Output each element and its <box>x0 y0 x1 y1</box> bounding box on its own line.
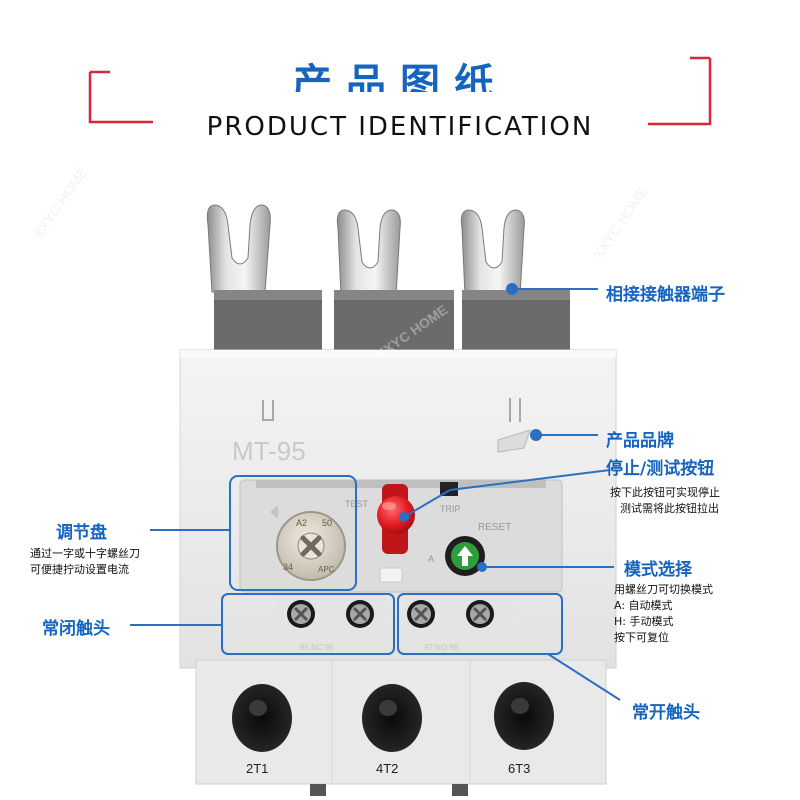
callout-mode-desc-3: H: 手动模式 <box>614 615 674 628</box>
fork-terminal-3 <box>460 209 525 297</box>
callout-mode-desc-2: A: 自动模式 <box>614 599 673 612</box>
callout-dial-desc-2: 可便捷拧动设置电流 <box>30 563 129 576</box>
callout-dial-title: 调节盘 <box>56 523 107 543</box>
no-contact-label: 97 NO 98 <box>424 643 459 652</box>
callout-stop-test-desc-2: 测试需将此按钮拉出 <box>620 502 719 515</box>
terminal-label-4t2: 4T2 <box>376 761 398 776</box>
callout-mode-title: 模式选择 <box>624 560 692 580</box>
reset-mode-button[interactable] <box>445 536 485 576</box>
callout-nc-title: 常闭触头 <box>42 619 110 639</box>
terminal-label-2t1: 2T1 <box>246 761 268 776</box>
callout-no-title: 常开触头 <box>632 703 700 723</box>
header-title-cn: 产品图纸 <box>292 61 508 92</box>
callout-mode-desc-4: 按下可复位 <box>614 631 669 644</box>
fork-terminal-1 <box>206 204 271 293</box>
nc-contact-screws <box>276 596 386 636</box>
callout-dial-desc-1: 通过一字或十字螺丝刀 <box>30 547 140 560</box>
mode-a-label: A <box>428 554 434 564</box>
model-text: MT-95 <box>232 436 306 466</box>
no-contact-screws <box>404 596 514 636</box>
terminal-label-6t3: 6T3 <box>508 761 530 776</box>
nc-contact-label: 95 NC 96 <box>300 643 334 652</box>
callout-stop-test-title: 停止/测试按钮 <box>606 459 715 479</box>
callout-brand-title: 产品品牌 <box>606 431 674 451</box>
dial-value-apc: APC <box>318 565 335 574</box>
terminal-hole-3 <box>494 682 554 750</box>
callout-stop-test-desc-1: 按下此按钮可实现停止 <box>610 486 720 499</box>
svg-text:XXYC HOME: XXYC HOME <box>589 184 650 262</box>
dial-value-a2: A2 <box>296 518 307 528</box>
header-bracket <box>88 56 712 126</box>
test-button[interactable] <box>377 484 415 554</box>
callout-terminals-title: 相接接触器端子 <box>606 285 725 305</box>
dial-callout-box <box>229 475 357 591</box>
callout-mode-desc-1: 用螺丝刀可切换模式 <box>614 583 713 596</box>
svg-text:XXYC HOME: XXYC HOME <box>29 164 90 242</box>
adjustment-dial[interactable]: A2 50 34 APC <box>276 511 346 581</box>
reset-label: RESET <box>478 522 511 533</box>
trip-label: TRIP <box>440 504 461 514</box>
terminal-hole-1 <box>232 684 292 752</box>
fork-terminal-2 <box>336 209 401 297</box>
header-title-en: PRODUCT IDENTIFICATION <box>206 112 594 142</box>
no-callout-box <box>397 593 563 655</box>
terminal-hole-2 <box>362 684 422 752</box>
dial-value-50: 50 <box>322 518 332 528</box>
dial-value-34: 34 <box>283 562 293 572</box>
leader-lines <box>130 283 621 701</box>
